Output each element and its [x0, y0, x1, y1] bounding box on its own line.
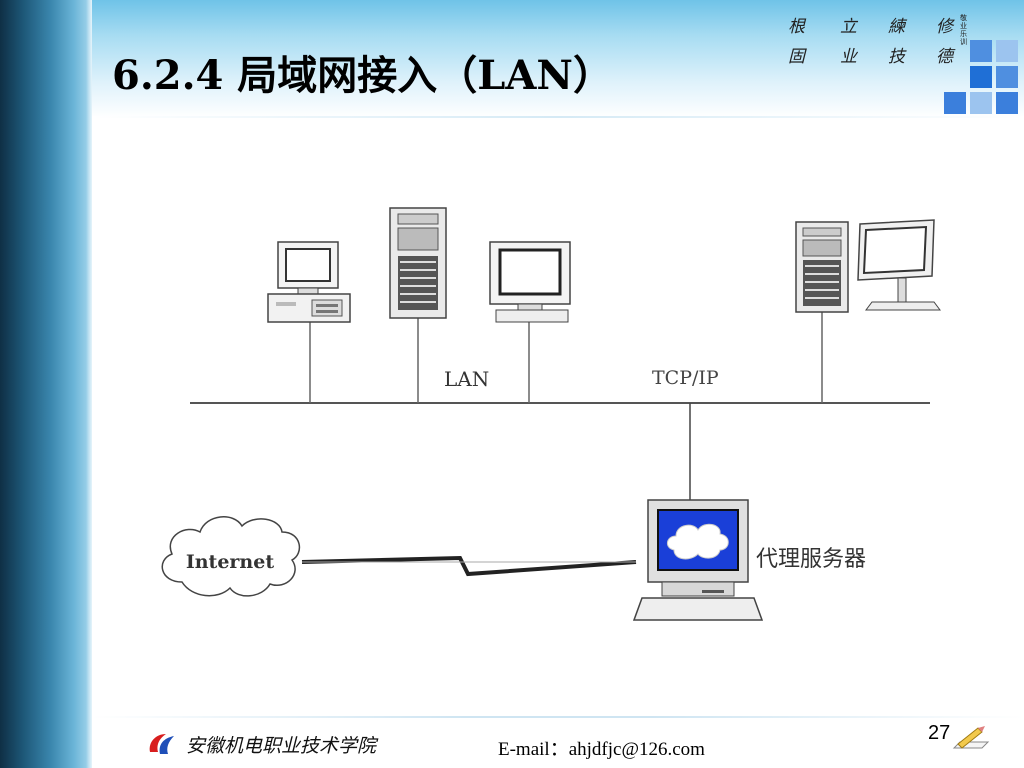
tower-server-icon — [389, 207, 447, 319]
network-diagram-panel: LAN TCP/IP — [142, 198, 956, 630]
cloud-icon: Internet — [161, 516, 301, 597]
lan-label: LAN — [444, 367, 489, 391]
lcd-monitor-icon — [857, 219, 941, 311]
crt-monitor-icon — [489, 241, 571, 323]
header-band — [92, 0, 1024, 118]
pencil-icon — [952, 726, 990, 749]
footer-divider — [92, 716, 1024, 718]
motto-char: 固 — [788, 47, 805, 67]
school-name: 安徽机电职业技术学院 — [186, 735, 377, 757]
motto-side-text: 敬业乐训 — [960, 14, 967, 46]
motto-char: 业 — [840, 47, 857, 67]
slide-footer — [92, 718, 1024, 768]
proxy-server-icon — [632, 499, 764, 621]
header-divider — [92, 116, 1024, 118]
motto-char: 練 — [888, 17, 905, 37]
left-decorative-bar — [0, 0, 92, 768]
motto-char: 修 — [936, 17, 953, 37]
proxy-server-label: 代理服务器 — [756, 547, 866, 572]
protocol-label: TCP/IP — [652, 367, 719, 389]
motto-char: 根 — [788, 17, 805, 37]
motto-char: 技 — [888, 47, 905, 67]
tower-server-icon — [795, 221, 849, 313]
network-diagram: LAN TCP/IP — [161, 207, 941, 621]
slide-title: 6.2.4 局域网接入（LAN） — [112, 52, 613, 99]
motto-char: 立 — [840, 17, 857, 37]
school-motto: 根 立 練 修 固 业 技 德 敬业乐训 — [788, 12, 968, 68]
desktop-computer-icon — [267, 241, 351, 323]
internet-label: Internet — [186, 551, 274, 573]
motto-char: 德 — [936, 47, 953, 67]
page-number: 27 — [928, 722, 951, 744]
school-logo-icon — [149, 734, 174, 754]
wan-link-line — [301, 555, 637, 577]
contact-email: E-mail：ahjdfjc@126.com — [498, 739, 705, 760]
decorative-squares — [940, 40, 1024, 116]
